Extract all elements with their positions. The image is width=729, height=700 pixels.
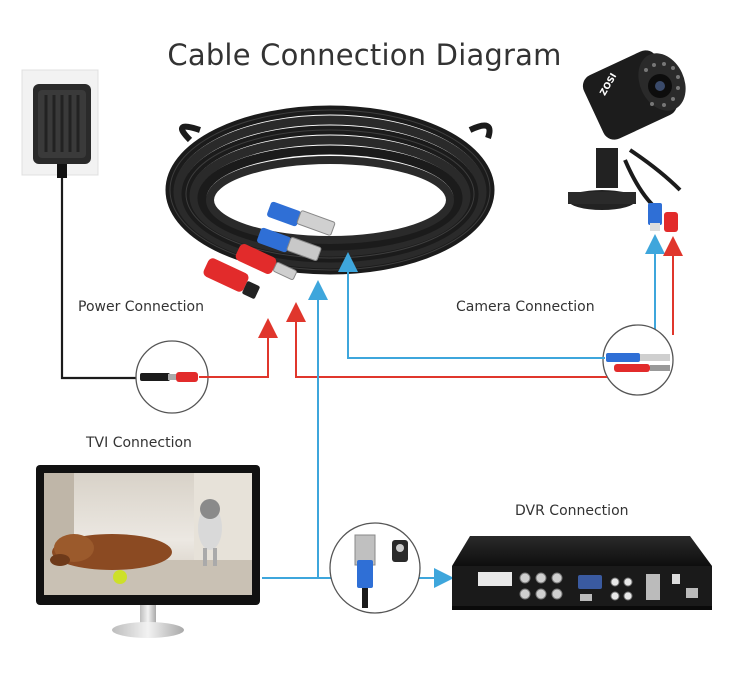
camera-power-line: [286, 302, 607, 378]
dc-plug-male: [235, 244, 297, 281]
siamese-cable-coil: [165, 105, 495, 275]
power-plug-closeup: [135, 340, 209, 414]
monitor-image: [36, 465, 260, 638]
tvi-connection-label: TVI Connection: [86, 435, 192, 451]
dvr-connection-label: DVR Connection: [515, 503, 629, 519]
bnc-plug-closeup: [329, 522, 421, 614]
power-adapter-image: [21, 69, 99, 178]
power-connection-label: Power Connection: [78, 299, 204, 315]
camera-video-line: [338, 252, 605, 359]
bnc-connector-left: [257, 227, 322, 261]
camera-connection-label: Camera Connection: [456, 299, 595, 315]
diagram-title: Cable Connection Diagram: [167, 38, 562, 72]
power-adapter-cable: [60, 178, 145, 380]
camera-connector-closeup: [602, 324, 674, 396]
security-camera-image: ZOSI: [568, 50, 686, 232]
dvr-recorder-image: [452, 536, 712, 610]
dc-plug-female: [203, 258, 260, 299]
power-line-arrow: [199, 318, 278, 378]
bnc-connector-right: [267, 201, 336, 236]
